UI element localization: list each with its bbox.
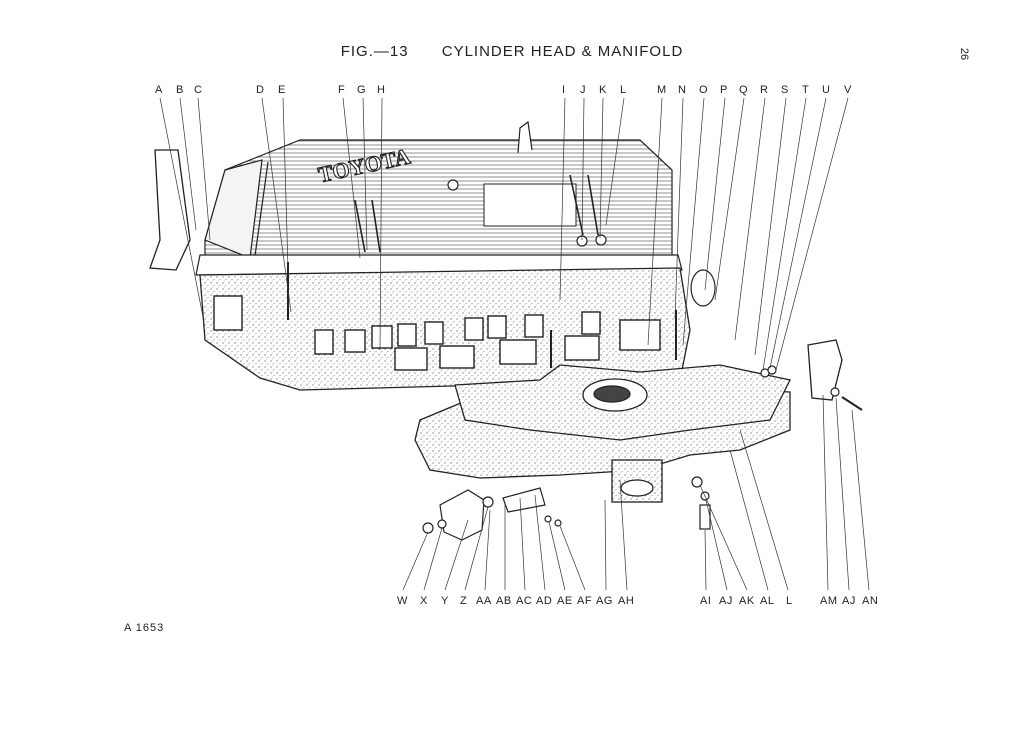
callout-label: AL [760,595,775,607]
callout-label: C [194,84,203,96]
exhaust-manifold [414,364,791,503]
leader-lines [159,97,870,591]
figure-number: FIG.—13 [340,43,409,60]
callout-label: Y [441,595,449,607]
callout-label: L [620,84,627,96]
heat-shield [690,269,716,307]
lifting-bracket-right [807,339,843,401]
callout-label: AC [516,595,533,607]
callout-label: AI [700,595,712,607]
callout-label: AN [862,595,879,607]
small-parts [422,365,840,541]
callout-label: AF [577,595,593,607]
callout-label: AG [596,595,613,607]
callout-label: AM [820,595,838,607]
callout-label: H [377,84,386,96]
callout-label: E [278,84,286,96]
callout-label: L [786,595,793,607]
callout-label: W [397,595,408,607]
callout-label: A [155,84,163,96]
callout-label: K [599,84,607,96]
callout-label: R [760,84,769,96]
callout-label: M [657,84,667,96]
callout-label: I [562,84,566,96]
figure-title: FIG.—13 CYLINDER HEAD & MANIFOLD [0,43,1024,60]
lifting-bracket-left [149,149,191,271]
callout-label: F [338,84,346,96]
callout-label: G [357,84,367,96]
rocker-cover [204,120,673,268]
figure-caption: CYLINDER HEAD & MANIFOLD [441,43,684,60]
callout-label: AA [476,595,492,607]
callout-label: B [176,84,184,96]
callout-label: X [420,595,428,607]
callout-label: U [822,84,831,96]
callout-label: AB [496,595,512,607]
callout-label: AK [739,595,755,607]
callout-label: O [699,84,709,96]
callout-label: J [580,84,586,96]
callout-label: AH [618,595,635,607]
callout-label: Q [739,84,749,96]
callout-label: AE [557,595,573,607]
callout-label: N [678,84,687,96]
callout-label: V [844,84,852,96]
callout-label: AJ [842,595,856,607]
bracket-bolt [841,396,863,411]
callout-label: AJ [719,595,733,607]
callout-label: AD [536,595,553,607]
callout-label: P [720,84,728,96]
callout-label: S [781,84,789,96]
callout-label: T [802,84,810,96]
drawing-reference: A 1653 [124,622,165,634]
callout-label: Z [460,595,468,607]
cylinder-head [199,267,691,391]
callout-label: D [256,84,265,96]
